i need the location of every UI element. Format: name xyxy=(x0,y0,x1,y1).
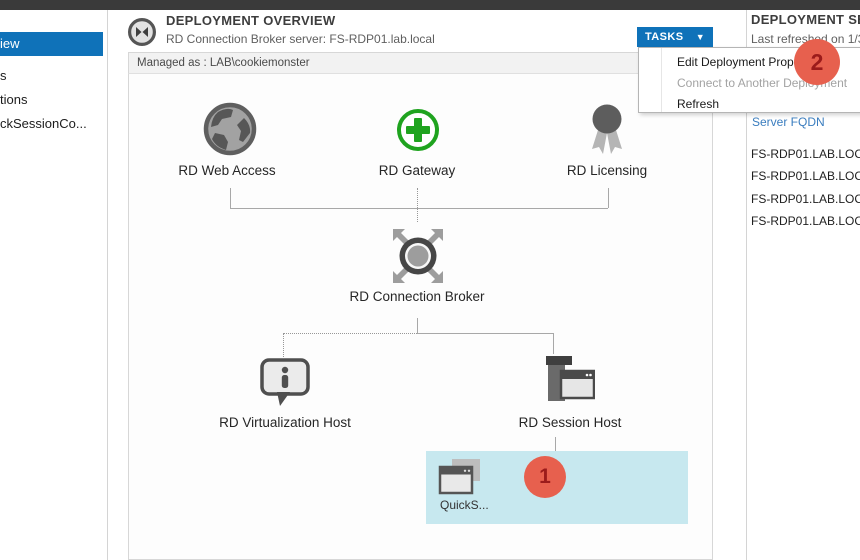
sidebar-item-overview[interactable]: iew xyxy=(0,32,103,56)
tasks-button[interactable]: TASKS ▼ xyxy=(637,27,713,47)
connector xyxy=(417,333,553,334)
table-row[interactable]: FS-RDP01.LAB.LOCAL xyxy=(751,147,860,161)
server-window-icon xyxy=(545,354,595,404)
node-label: RD Session Host xyxy=(460,415,680,430)
connector xyxy=(230,188,231,208)
managed-as-bar: Managed as : LAB\cookiemonster xyxy=(128,52,713,74)
connector xyxy=(417,188,418,222)
connector xyxy=(283,333,417,334)
server-fqdn-column-header[interactable]: Server FQDN xyxy=(752,115,825,129)
annotation-badge-1: 1 xyxy=(524,456,566,498)
menu-item-refresh[interactable]: Refresh xyxy=(639,94,860,115)
sidebar-divider xyxy=(107,10,108,560)
node-label: RD Connection Broker xyxy=(307,289,527,304)
table-row[interactable]: FS-RDP01.LAB.LOCAL xyxy=(751,192,860,206)
annotation-badge-2: 2 xyxy=(794,39,840,85)
sidebar: iew s tions ckSessionCo... xyxy=(0,10,103,560)
table-row[interactable]: FS-RDP01.LAB.LOCAL xyxy=(751,169,860,183)
node-label: RD Web Access xyxy=(117,163,337,178)
collection-label: QuickS... xyxy=(440,498,489,512)
connector xyxy=(555,437,556,451)
broker-server-subtitle: RD Connection Broker server: FS-RDP01.la… xyxy=(166,32,435,46)
node-label: RD Virtualization Host xyxy=(175,415,395,430)
sidebar-item-collections[interactable]: tions xyxy=(0,90,103,110)
remote-desktop-services-icon xyxy=(127,17,157,47)
connector xyxy=(608,188,609,208)
info-bubble-icon xyxy=(259,357,311,409)
table-row[interactable]: FS-RDP01.LAB.LOCAL xyxy=(751,214,860,228)
green-plus-icon xyxy=(396,108,440,152)
broker-arrows-icon xyxy=(391,227,445,285)
chevron-down-icon: ▼ xyxy=(696,33,705,42)
medal-icon xyxy=(587,103,627,157)
node-label: RD Licensing xyxy=(497,163,717,178)
deployment-servers-title: DEPLOYMENT SERVERS xyxy=(751,12,860,27)
windows-stack-icon xyxy=(438,458,486,498)
connector xyxy=(283,333,284,357)
sidebar-item-servers[interactable]: s xyxy=(0,66,103,86)
connector xyxy=(417,318,418,333)
globe-icon xyxy=(203,102,257,156)
connector xyxy=(553,333,554,354)
window-top-bar xyxy=(0,0,860,10)
tasks-button-label: TASKS xyxy=(645,31,683,43)
node-label: RD Gateway xyxy=(307,163,527,178)
connector xyxy=(230,208,608,209)
page-title: DEPLOYMENT OVERVIEW xyxy=(166,13,335,28)
sidebar-item-quicksessioncollection[interactable]: ckSessionCo... xyxy=(0,114,103,134)
